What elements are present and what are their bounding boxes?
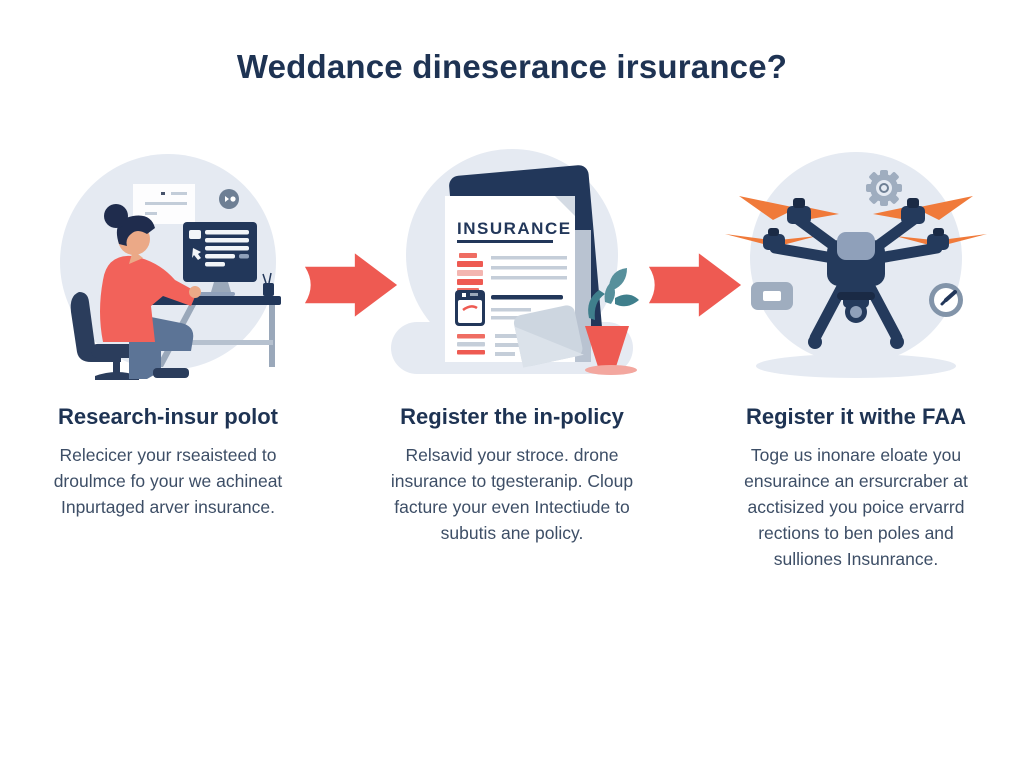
drone-illustration	[725, 152, 987, 378]
plant-vase	[585, 326, 629, 370]
drone-camera	[837, 286, 875, 323]
calendar-icon	[455, 290, 485, 326]
step-heading: Research-insur polot	[57, 404, 279, 429]
arrow-icon	[648, 253, 742, 317]
step-heading: Register the in-policy	[400, 404, 624, 429]
folded-sheet	[513, 305, 584, 368]
step-description: Toge us inonare eloate you ensuraince an…	[744, 445, 968, 569]
step-description: Relsavid your stroce. drone insurance to…	[390, 445, 634, 543]
person-torso-arm	[100, 255, 197, 342]
drone-canopy	[837, 232, 875, 260]
drone-motors	[763, 198, 949, 250]
drone	[725, 196, 987, 349]
insurance-document-illustration: INSURANCE	[391, 149, 639, 375]
folded-corner	[555, 196, 575, 216]
base-shadow	[756, 354, 956, 378]
document-title: INSURANCE	[457, 219, 572, 238]
cursor-icon	[192, 248, 201, 260]
chat-badge-icon	[219, 189, 239, 209]
monitor-stand	[211, 282, 231, 292]
pen-cup-icon	[262, 272, 274, 296]
clock-icon	[929, 283, 963, 317]
person-hand	[189, 286, 201, 298]
page-title: Weddance dineserance irsurance?	[236, 48, 788, 85]
step-description: Relecicer your rseaisteed to droulmce fo…	[53, 445, 283, 517]
potted-plant	[585, 268, 639, 375]
step-research: Research-insur polot Relecicer your rsea…	[18, 140, 318, 520]
front-document: INSURANCE	[445, 196, 575, 362]
gear-icon	[866, 170, 902, 206]
keyboard-icon	[193, 292, 235, 296]
propellers	[725, 196, 987, 246]
person-hair	[116, 215, 155, 246]
arrow-icon	[304, 253, 398, 317]
step-heading: Register it withe FAA	[745, 404, 967, 429]
battery-card-icon	[751, 282, 793, 310]
person-computer-illustration	[60, 154, 281, 380]
person-figure	[100, 204, 201, 379]
hair-bun	[104, 204, 128, 228]
step-register-faa: Register it withe FAA Toge us inonare el…	[706, 140, 1006, 572]
monitor-icon	[183, 222, 257, 292]
step-register-policy: INSURANCE	[362, 140, 662, 546]
